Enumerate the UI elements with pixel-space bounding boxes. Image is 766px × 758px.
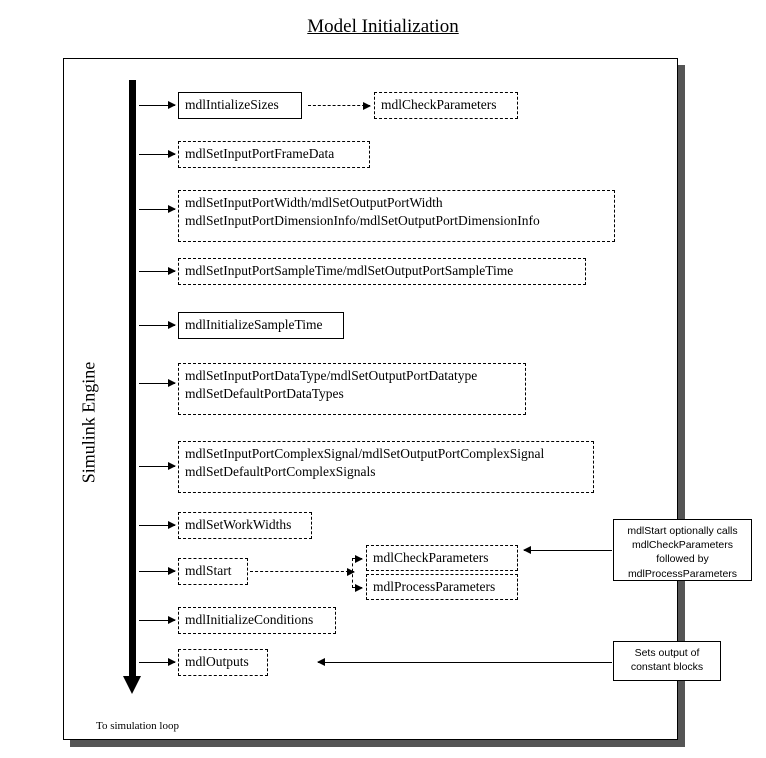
box-mdl-set-port-width-line-1: mdlSetInputPortDimensionInfo/mdlSetOutpu… [185,213,540,229]
note-mdlstart-line-0: mdlStart optionally calls [627,525,738,537]
arrow-to-mdl-initialize-sample-time [139,321,176,329]
simulink-engine-arrow-head [123,676,141,694]
arrow-to-mdl-set-port-sample-time [139,267,176,275]
arrow-mdl-start-branch-vertical [352,558,353,588]
to-simulation-loop-label: To simulation loop [96,720,179,732]
arrow-to-mdl-start [139,567,176,575]
box-mdl-set-port-data-type-line-0: mdlSetInputPortDataType/mdlSetOutputPort… [185,368,478,383]
box-mdl-process-parameters: mdlProcessParameters [366,574,518,600]
page-title: Model Initialization [307,16,459,37]
box-mdl-check-parameters-1-line-0: mdlCheckParameters [381,97,497,112]
box-mdl-set-port-complex-signal: mdlSetInputPortComplexSignal/mdlSetOutpu… [178,441,594,493]
box-mdl-process-parameters-line-0: mdlProcessParameters [373,579,496,594]
box-mdl-initialize-sample-time: mdlInitializeSampleTime [178,312,344,339]
arrow-mdl-start-branch-stem [250,567,355,576]
arrow-to-mdl-set-port-complex-signal [139,462,176,470]
box-mdl-initialize-conditions: mdlInitializeConditions [178,607,336,634]
box-mdl-set-port-sample-time: mdlSetInputPortSampleTime/mdlSetOutputPo… [178,258,586,285]
simulink-engine-arrow-shaft [129,80,136,680]
arrow-to-mdl-set-work-widths [139,521,176,529]
arrow-to-mdl-set-input-port-frame-data [139,150,176,158]
box-mdl-outputs-line-0: mdlOutputs [185,654,249,669]
note-mdlstart-line-1: mdlCheckParameters [632,539,733,552]
box-mdl-set-input-port-frame-data-line-0: mdlSetInputPortFrameData [185,146,335,161]
arrow-to-mdl-initialize-conditions [139,616,176,624]
box-mdl-initialize-sizes-line-0: mdlIntializeSizes [185,97,279,112]
note-mdlstart-line-2: followed by [656,553,709,566]
arrow-mdl-start-to-process-parameters [352,583,363,592]
arrow-note-constant-blocks-to-mdl-outputs [317,658,612,666]
box-mdl-set-input-port-frame-data: mdlSetInputPortFrameData [178,141,370,168]
simulink-engine-label: Simulink Engine [78,361,99,484]
box-mdl-start: mdlStart [178,558,248,585]
box-mdl-check-parameters-2-line-0: mdlCheckParameters [373,550,489,565]
box-mdl-set-port-width-line-0: mdlSetInputPortWidth/mdlSetOutputPortWid… [185,195,443,210]
box-mdl-set-port-complex-signal-line-1: mdlSetDefaultPortComplexSignals [185,464,376,480]
box-mdl-initialize-sample-time-line-0: mdlInitializeSampleTime [185,317,323,332]
box-mdl-initialize-sizes: mdlIntializeSizes [178,92,302,119]
box-mdl-initialize-conditions-line-0: mdlInitializeConditions [185,612,314,627]
note-constant-blocks-line-0: Sets output of [634,647,700,659]
arrow-to-mdl-outputs [139,658,176,666]
box-mdl-set-work-widths: mdlSetWorkWidths [178,512,312,539]
box-mdl-set-port-data-type: mdlSetInputPortDataType/mdlSetOutputPort… [178,363,526,415]
box-mdl-set-port-sample-time-line-0: mdlSetInputPortSampleTime/mdlSetOutputPo… [185,263,514,278]
arrow-to-mdl-set-port-width [139,205,176,213]
note-mdlstart: mdlStart optionally calls mdlCheckParame… [613,519,752,581]
box-mdl-check-parameters-2: mdlCheckParameters [366,545,518,571]
box-mdl-outputs: mdlOutputs [178,649,268,676]
box-mdl-set-port-width: mdlSetInputPortWidth/mdlSetOutputPortWid… [178,190,615,242]
note-mdlstart-line-3: mdlProcessParameters [627,567,738,580]
arrow-to-mdl-set-port-data-type [139,379,176,387]
arrow-mdl-start-to-check-parameters [352,554,363,563]
note-constant-blocks: Sets output of constant blocks [613,641,721,681]
box-mdl-set-port-data-type-line-1: mdlSetDefaultPortDataTypes [185,386,344,402]
box-mdl-set-work-widths-line-0: mdlSetWorkWidths [185,517,292,532]
arrow-to-mdl-initialize-sizes [139,101,176,109]
arrow-mdl-initialize-sizes-to-check-parameters [308,101,371,110]
box-mdl-start-line-0: mdlStart [185,563,232,578]
box-mdl-check-parameters-1: mdlCheckParameters [374,92,518,119]
arrow-note-mdlstart-to-check-parameters [523,546,612,554]
box-mdl-set-port-complex-signal-line-0: mdlSetInputPortComplexSignal/mdlSetOutpu… [185,446,545,461]
note-constant-blocks-line-1: constant blocks [630,661,704,674]
